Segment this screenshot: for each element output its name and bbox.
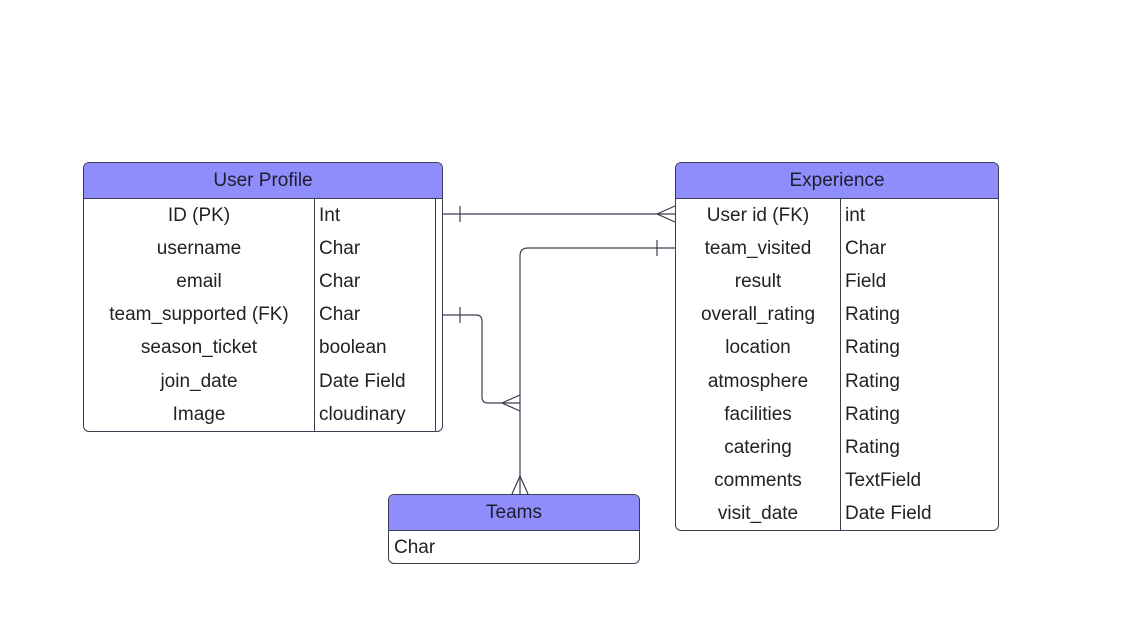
field-type: cloudinary — [319, 403, 406, 425]
field-type: Char — [845, 237, 887, 259]
field-name: location — [725, 337, 791, 359]
relationship-line — [519, 247, 675, 494]
field-name: team_visited — [704, 237, 812, 259]
field-row: comments TextField — [676, 465, 998, 498]
relationship-experience-teams[interactable] — [511, 240, 675, 495]
field-type: Rating — [845, 337, 900, 359]
field-row: User id (FK) int — [676, 199, 998, 232]
field-row: atmosphere Rating — [676, 365, 998, 398]
entity-title: User Profile — [84, 163, 442, 199]
field-row: season_ticket boolean — [84, 332, 442, 365]
field-type: Field — [845, 270, 887, 292]
field-name: result — [734, 270, 782, 292]
field-type: Rating — [845, 304, 900, 326]
field-row: location Rating — [676, 332, 998, 365]
field-type: Rating — [845, 403, 900, 425]
field-row: catering Rating — [676, 431, 998, 464]
field-type: Rating — [845, 436, 900, 458]
column-divider — [840, 199, 841, 530]
field-row: email Char — [84, 265, 442, 298]
field-name: facilities — [724, 403, 792, 425]
field-type: Date Field — [845, 503, 932, 525]
field-name: catering — [724, 436, 792, 458]
field-type: Char — [319, 237, 361, 259]
field-row: overall_rating Rating — [676, 299, 998, 332]
many-crow-foot — [511, 474, 529, 495]
entity-title: Teams — [389, 495, 639, 531]
field-row: Char — [389, 531, 639, 563]
column-divider — [314, 199, 315, 431]
field-row: team_supported (FK) Char — [84, 299, 442, 332]
column-divider — [435, 199, 436, 431]
field-row: result Field — [676, 265, 998, 298]
entity-experience[interactable]: Experience User id (FK) int team_visited C… — [675, 162, 999, 531]
field-name: overall_rating — [700, 304, 816, 326]
entity-teams[interactable]: Teams Char — [388, 494, 640, 564]
field-name: ID (PK) — [167, 204, 231, 226]
field-row: ID (PK) Int — [84, 199, 442, 232]
field-type: Rating — [845, 370, 900, 392]
entity-title: Experience — [676, 163, 998, 199]
relationship-line — [443, 314, 520, 404]
field-type: int — [845, 204, 866, 226]
field-name: visit_date — [717, 503, 799, 525]
field-type: Char — [394, 536, 436, 558]
field-row: Image cloudinary — [84, 398, 442, 431]
field-row: facilities Rating — [676, 398, 998, 431]
many-crow-foot — [655, 205, 676, 223]
field-row: join_date Date Field — [84, 365, 442, 398]
relationship-user-teams[interactable] — [443, 307, 521, 412]
field-name: comments — [714, 470, 802, 492]
field-name: season_ticket — [140, 337, 258, 359]
field-row: visit_date Date Field — [676, 498, 998, 530]
field-type: Char — [319, 304, 361, 326]
field-name: username — [156, 237, 242, 259]
field-name: atmosphere — [707, 370, 809, 392]
field-name: email — [176, 270, 222, 292]
field-type: Char — [319, 270, 361, 292]
field-name: join_date — [160, 370, 238, 392]
field-type: Date Field — [319, 370, 406, 392]
field-name: User id (FK) — [706, 204, 810, 226]
field-type: TextField — [845, 470, 922, 492]
entity-fields: User id (FK) int team_visited Char result F… — [676, 199, 998, 530]
field-name: Image — [172, 403, 226, 425]
field-row: team_visited Char — [676, 232, 998, 265]
field-type: boolean — [319, 337, 387, 359]
field-type: Int — [319, 204, 341, 226]
field-row: username Char — [84, 232, 442, 265]
relationship-user-experience[interactable] — [443, 205, 676, 223]
entity-fields: Char — [389, 531, 639, 563]
field-name: team_supported (FK) — [109, 304, 289, 326]
many-crow-foot — [500, 394, 521, 412]
